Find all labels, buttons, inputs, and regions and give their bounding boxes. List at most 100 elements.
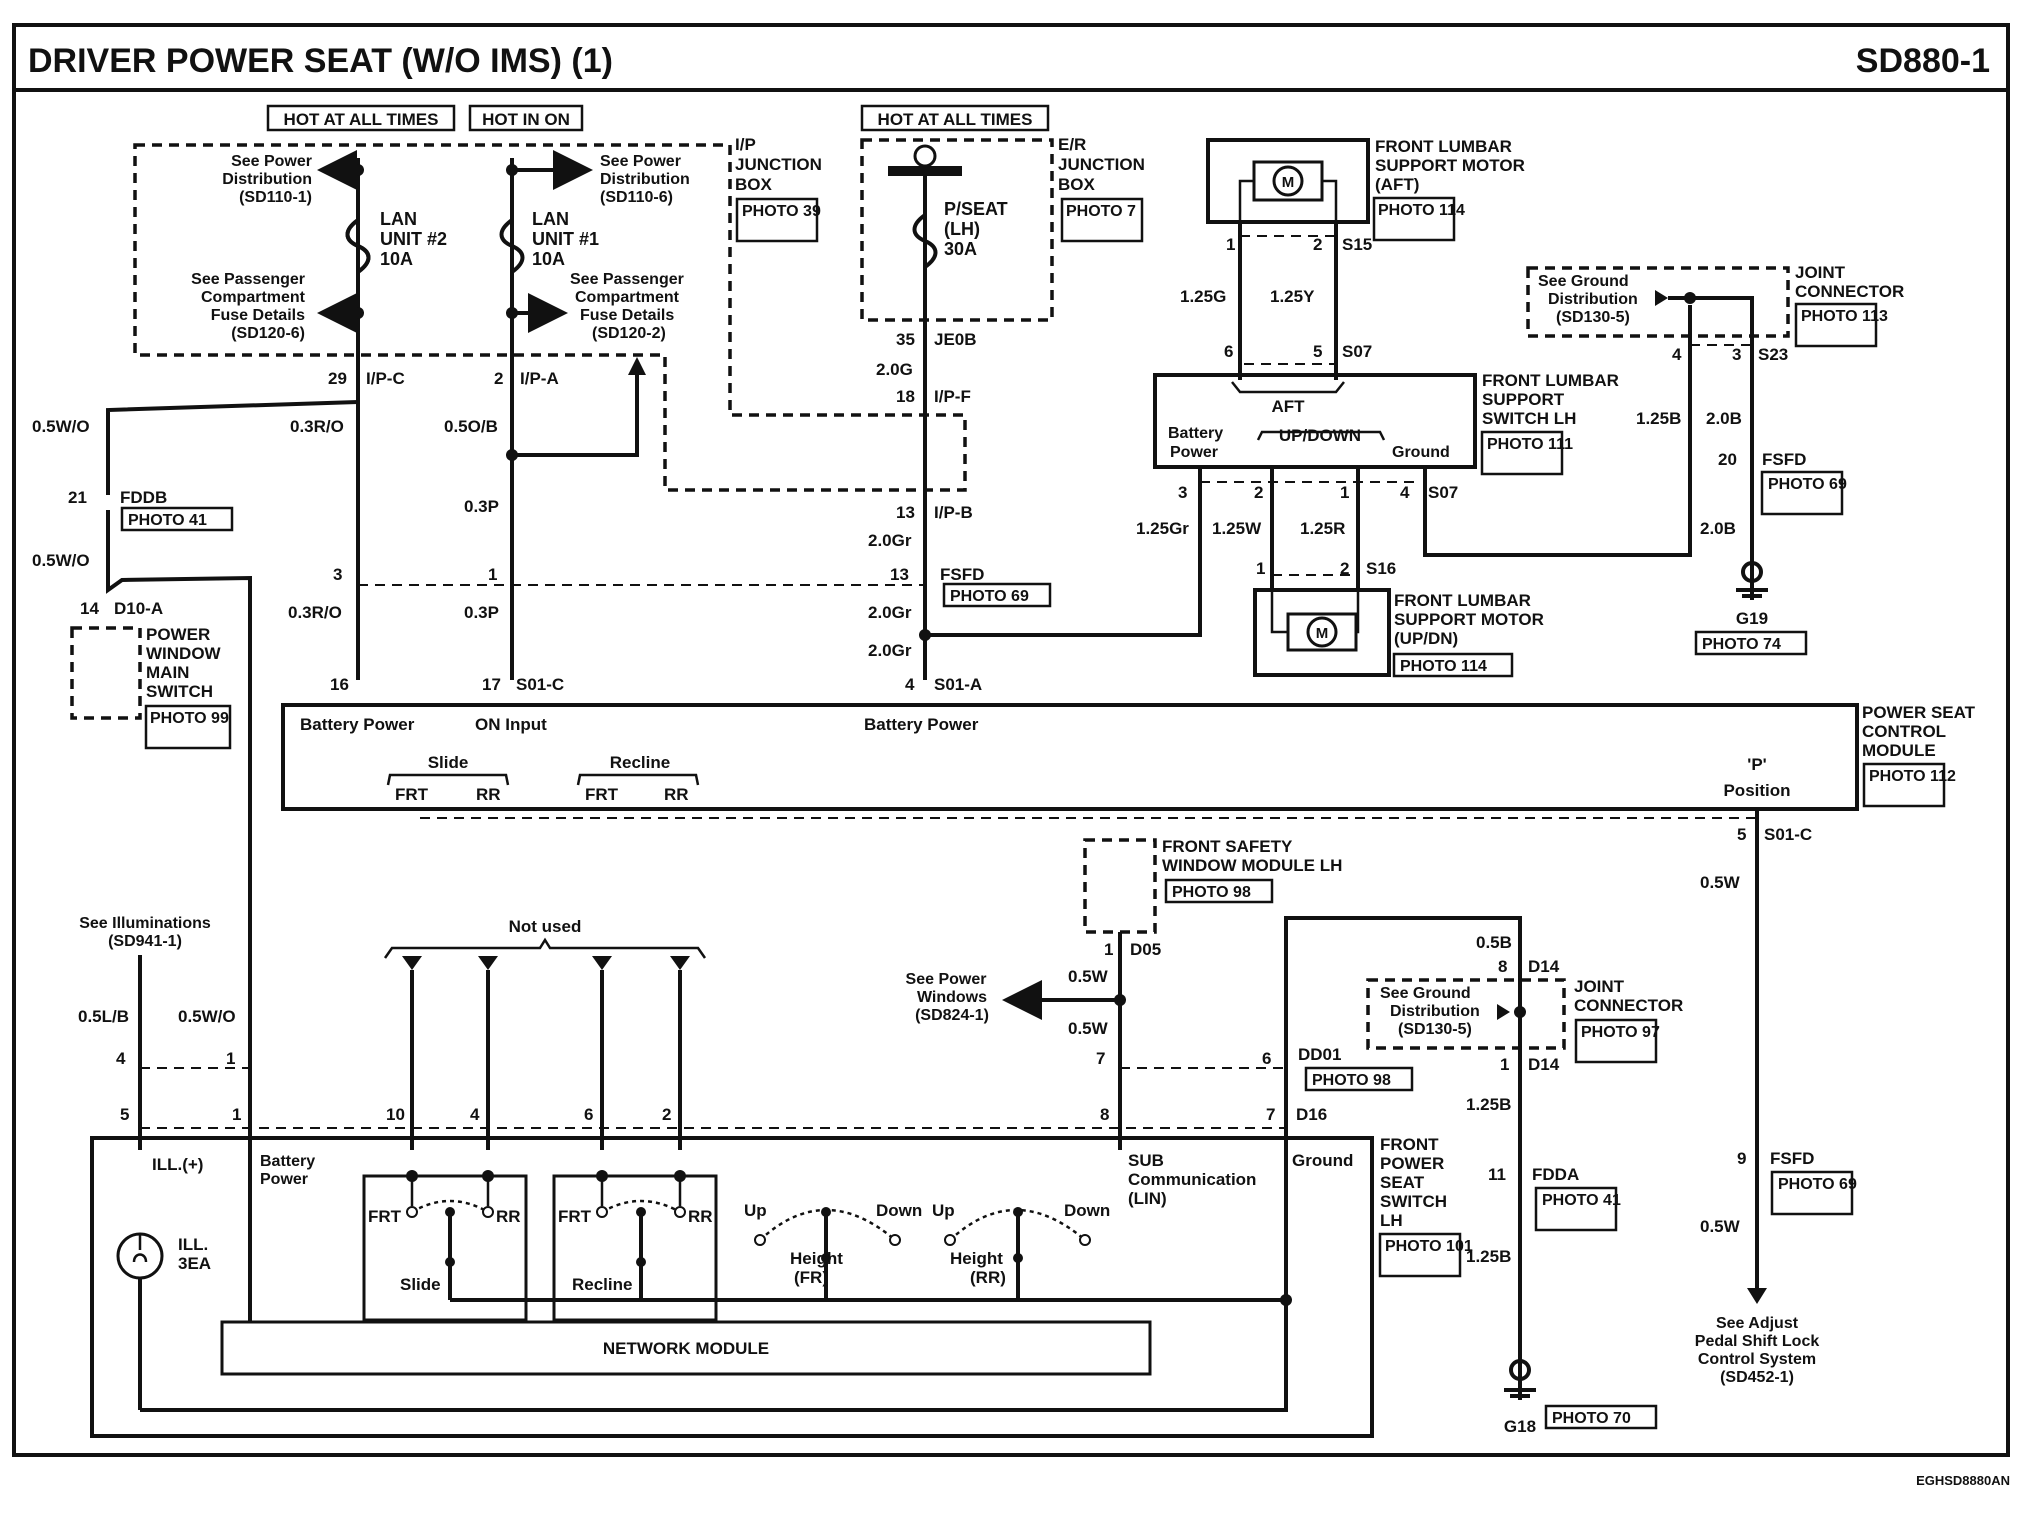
pass-label-2: Compartment — [201, 289, 306, 306]
ground-g19-icon — [1741, 561, 1763, 583]
photo-badge — [942, 582, 1052, 608]
wire-label: 1.25B — [1466, 1247, 1511, 1266]
sgd2-label-3: (SD130-5) — [1398, 1021, 1472, 1038]
jc2-label-1: JOINT — [1574, 977, 1625, 996]
fpss-label-2: POWER — [1380, 1154, 1444, 1173]
network-module — [220, 1320, 1152, 1376]
pseat-label-3: 30A — [944, 239, 977, 259]
battery-bus-bar — [888, 166, 962, 176]
pass-label-3: Fuse Details — [211, 307, 305, 324]
wire-label: 1.25R — [1300, 519, 1345, 538]
lan2-label-2: UNIT #2 — [380, 229, 447, 249]
slide-label: Slide — [428, 753, 469, 772]
jc2-label-2: CONNECTOR — [1574, 996, 1683, 1015]
sgd2-label-2: Distribution — [1390, 1003, 1480, 1020]
photo-badge-label: PHOTO 112 — [1869, 768, 1956, 785]
ill-label-1: ILL. — [178, 1235, 208, 1254]
battery-label: Battery — [260, 1153, 315, 1170]
photo-badge — [1480, 430, 1564, 476]
photo-badge-label: PHOTO 97 — [1581, 1024, 1660, 1041]
pin-label: 9 — [1737, 1149, 1746, 1168]
wire-label: 0.3P — [464, 603, 499, 622]
flsm-label-3: (AFT) — [1375, 175, 1419, 194]
down-label: Down — [876, 1201, 922, 1220]
ground-label: Ground — [1392, 444, 1450, 461]
pin-label: 18 — [896, 387, 915, 406]
hot-all-times-label-1: HOT AT ALL TIMES — [284, 110, 439, 129]
connector-label: I/P-C — [366, 369, 405, 388]
photo-badge-label: PHOTO 114 — [1378, 202, 1465, 219]
power-seat-control-module — [281, 703, 1859, 811]
pin-label: 5 — [120, 1105, 129, 1124]
rr-label: RR — [664, 785, 689, 804]
pin-label: 2 — [494, 369, 503, 388]
ground-g18-icon — [1509, 1359, 1531, 1381]
height-fr-label-2: (FR) — [794, 1268, 828, 1287]
wire-label: 2.0B — [1700, 519, 1736, 538]
pin-label: 3 — [1178, 483, 1187, 502]
frt-label: FRT — [585, 785, 619, 804]
lan2-label-1: LAN — [380, 209, 417, 229]
photo-badge — [1304, 1066, 1414, 1092]
photo-badge — [1862, 762, 1946, 808]
page-id: SD880-1 — [1856, 42, 1990, 80]
photo-badge — [1534, 1186, 1618, 1232]
see-pw-label-3: (SD824-1) — [915, 1007, 989, 1024]
connector-label: D05 — [1130, 940, 1161, 959]
hot-in-on-label: HOT IN ON — [482, 110, 570, 129]
connector-label: D10-A — [114, 599, 163, 618]
frt-label: FRT — [395, 785, 429, 804]
rr-label: RR — [496, 1207, 521, 1226]
flss-label-1: FRONT LUMBAR — [1482, 371, 1619, 390]
flss-label-3: SWITCH LH — [1482, 409, 1576, 428]
up-label: Up — [744, 1201, 767, 1220]
pin-label: 7 — [1096, 1049, 1105, 1068]
pin-label: 35 — [896, 330, 915, 349]
wire-label: 0.5W — [1700, 1217, 1741, 1236]
pin-label: 5 — [1313, 342, 1322, 361]
photo-badge-label: PHOTO 111 — [1487, 436, 1573, 453]
p-position-label-1: 'P' — [1747, 755, 1766, 774]
battery-label: Battery — [1168, 425, 1223, 442]
pwms-label-2: WINDOW — [146, 644, 222, 663]
pin-label: 13 — [890, 565, 909, 584]
rr-label: RR — [688, 1207, 713, 1226]
pin-label: 4 — [470, 1105, 480, 1124]
see-pd-label-3: (SD110-1) — [239, 189, 312, 206]
photo-badge — [1378, 1232, 1462, 1278]
wire-label: 0.5W — [1068, 1019, 1109, 1038]
see-pd-label-2: Distribution — [222, 171, 312, 188]
diagram-frame — [12, 23, 2010, 1457]
er-jb-label-3: BOX — [1058, 175, 1096, 194]
wire-label: 1.25W — [1212, 519, 1262, 538]
sgd1-label-1: See Ground — [1538, 273, 1629, 290]
see-ill-label-2: (SD941-1) — [108, 933, 182, 950]
lan2-label-3: 10A — [380, 249, 413, 269]
see-ill-label-1: See Illuminations — [79, 915, 211, 932]
see-pd6-label-1: See Power — [600, 153, 681, 170]
connector-label: D14 — [1528, 957, 1560, 976]
sub-label-2: Communication — [1128, 1170, 1256, 1189]
wire-label: 0.5W/O — [32, 551, 90, 570]
pin-label: 5 — [1737, 825, 1746, 844]
page-title: DRIVER POWER SEAT (W/O IMS) (1) — [28, 42, 613, 80]
photo-badge-label: PHOTO 69 — [1778, 1176, 1857, 1193]
front-lumbar-motor-updn — [1253, 588, 1391, 677]
er-jb-label-2: JUNCTION — [1058, 155, 1145, 174]
connector-label: FDDA — [1532, 1165, 1579, 1184]
pass-label-1: See Passenger — [191, 271, 305, 288]
svg-text:M: M — [1282, 174, 1295, 191]
flss-label-2: SUPPORT — [1482, 390, 1565, 409]
pass2-label-2: Compartment — [575, 289, 680, 306]
connector-label: FSFD — [1770, 1149, 1814, 1168]
sub-label-3: (LIN) — [1128, 1189, 1167, 1208]
svg-text:M: M — [1316, 625, 1329, 642]
er-jb-label-1: E/R — [1058, 135, 1086, 154]
photo-badge-label: PHOTO 41 — [128, 512, 207, 529]
adj-label-4: (SD452-1) — [1720, 1369, 1794, 1386]
sgd2-label-1: See Ground — [1380, 985, 1471, 1002]
height-fr-label-1: Height — [790, 1249, 843, 1268]
ip-jb-label-1: I/P — [735, 135, 756, 154]
connector-label: S01-C — [1764, 825, 1812, 844]
